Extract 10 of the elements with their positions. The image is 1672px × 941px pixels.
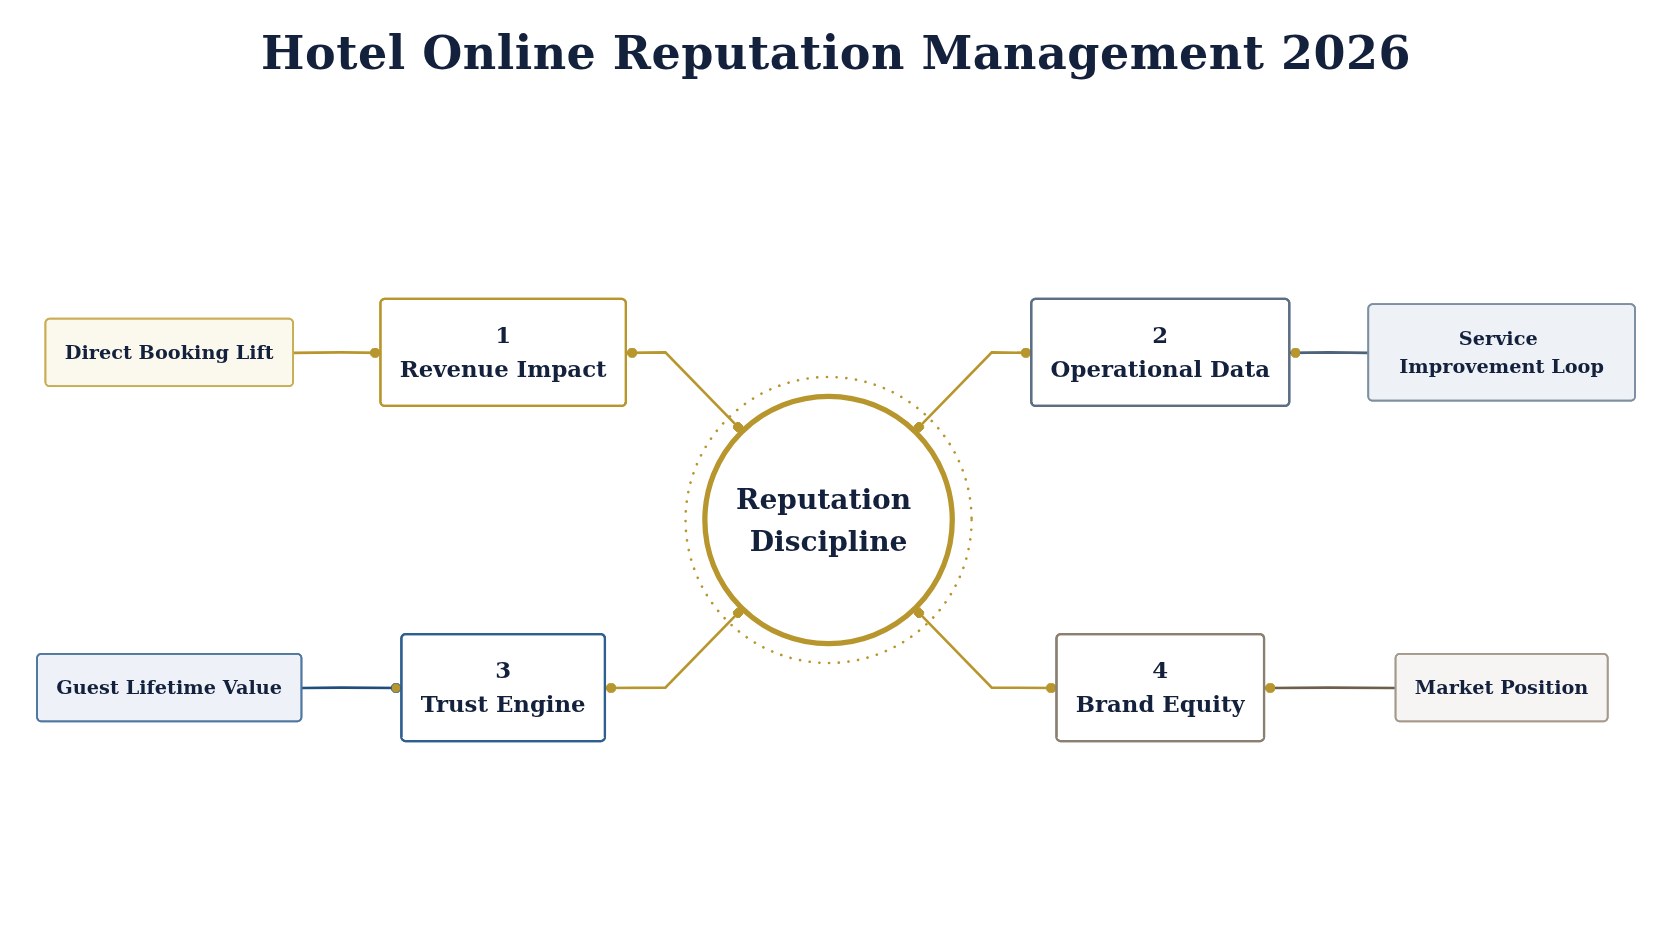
connector (1264, 682, 1396, 694)
connector (1289, 347, 1369, 359)
node-circle: Reputation Discipline (702, 393, 955, 647)
connector (626, 347, 744, 433)
title: Hotel Online Reputation Management 2026 (261, 26, 1411, 80)
connector (913, 607, 1057, 694)
connector (301, 682, 402, 694)
connector (605, 607, 744, 694)
connector (913, 347, 1032, 433)
connector (293, 347, 381, 359)
